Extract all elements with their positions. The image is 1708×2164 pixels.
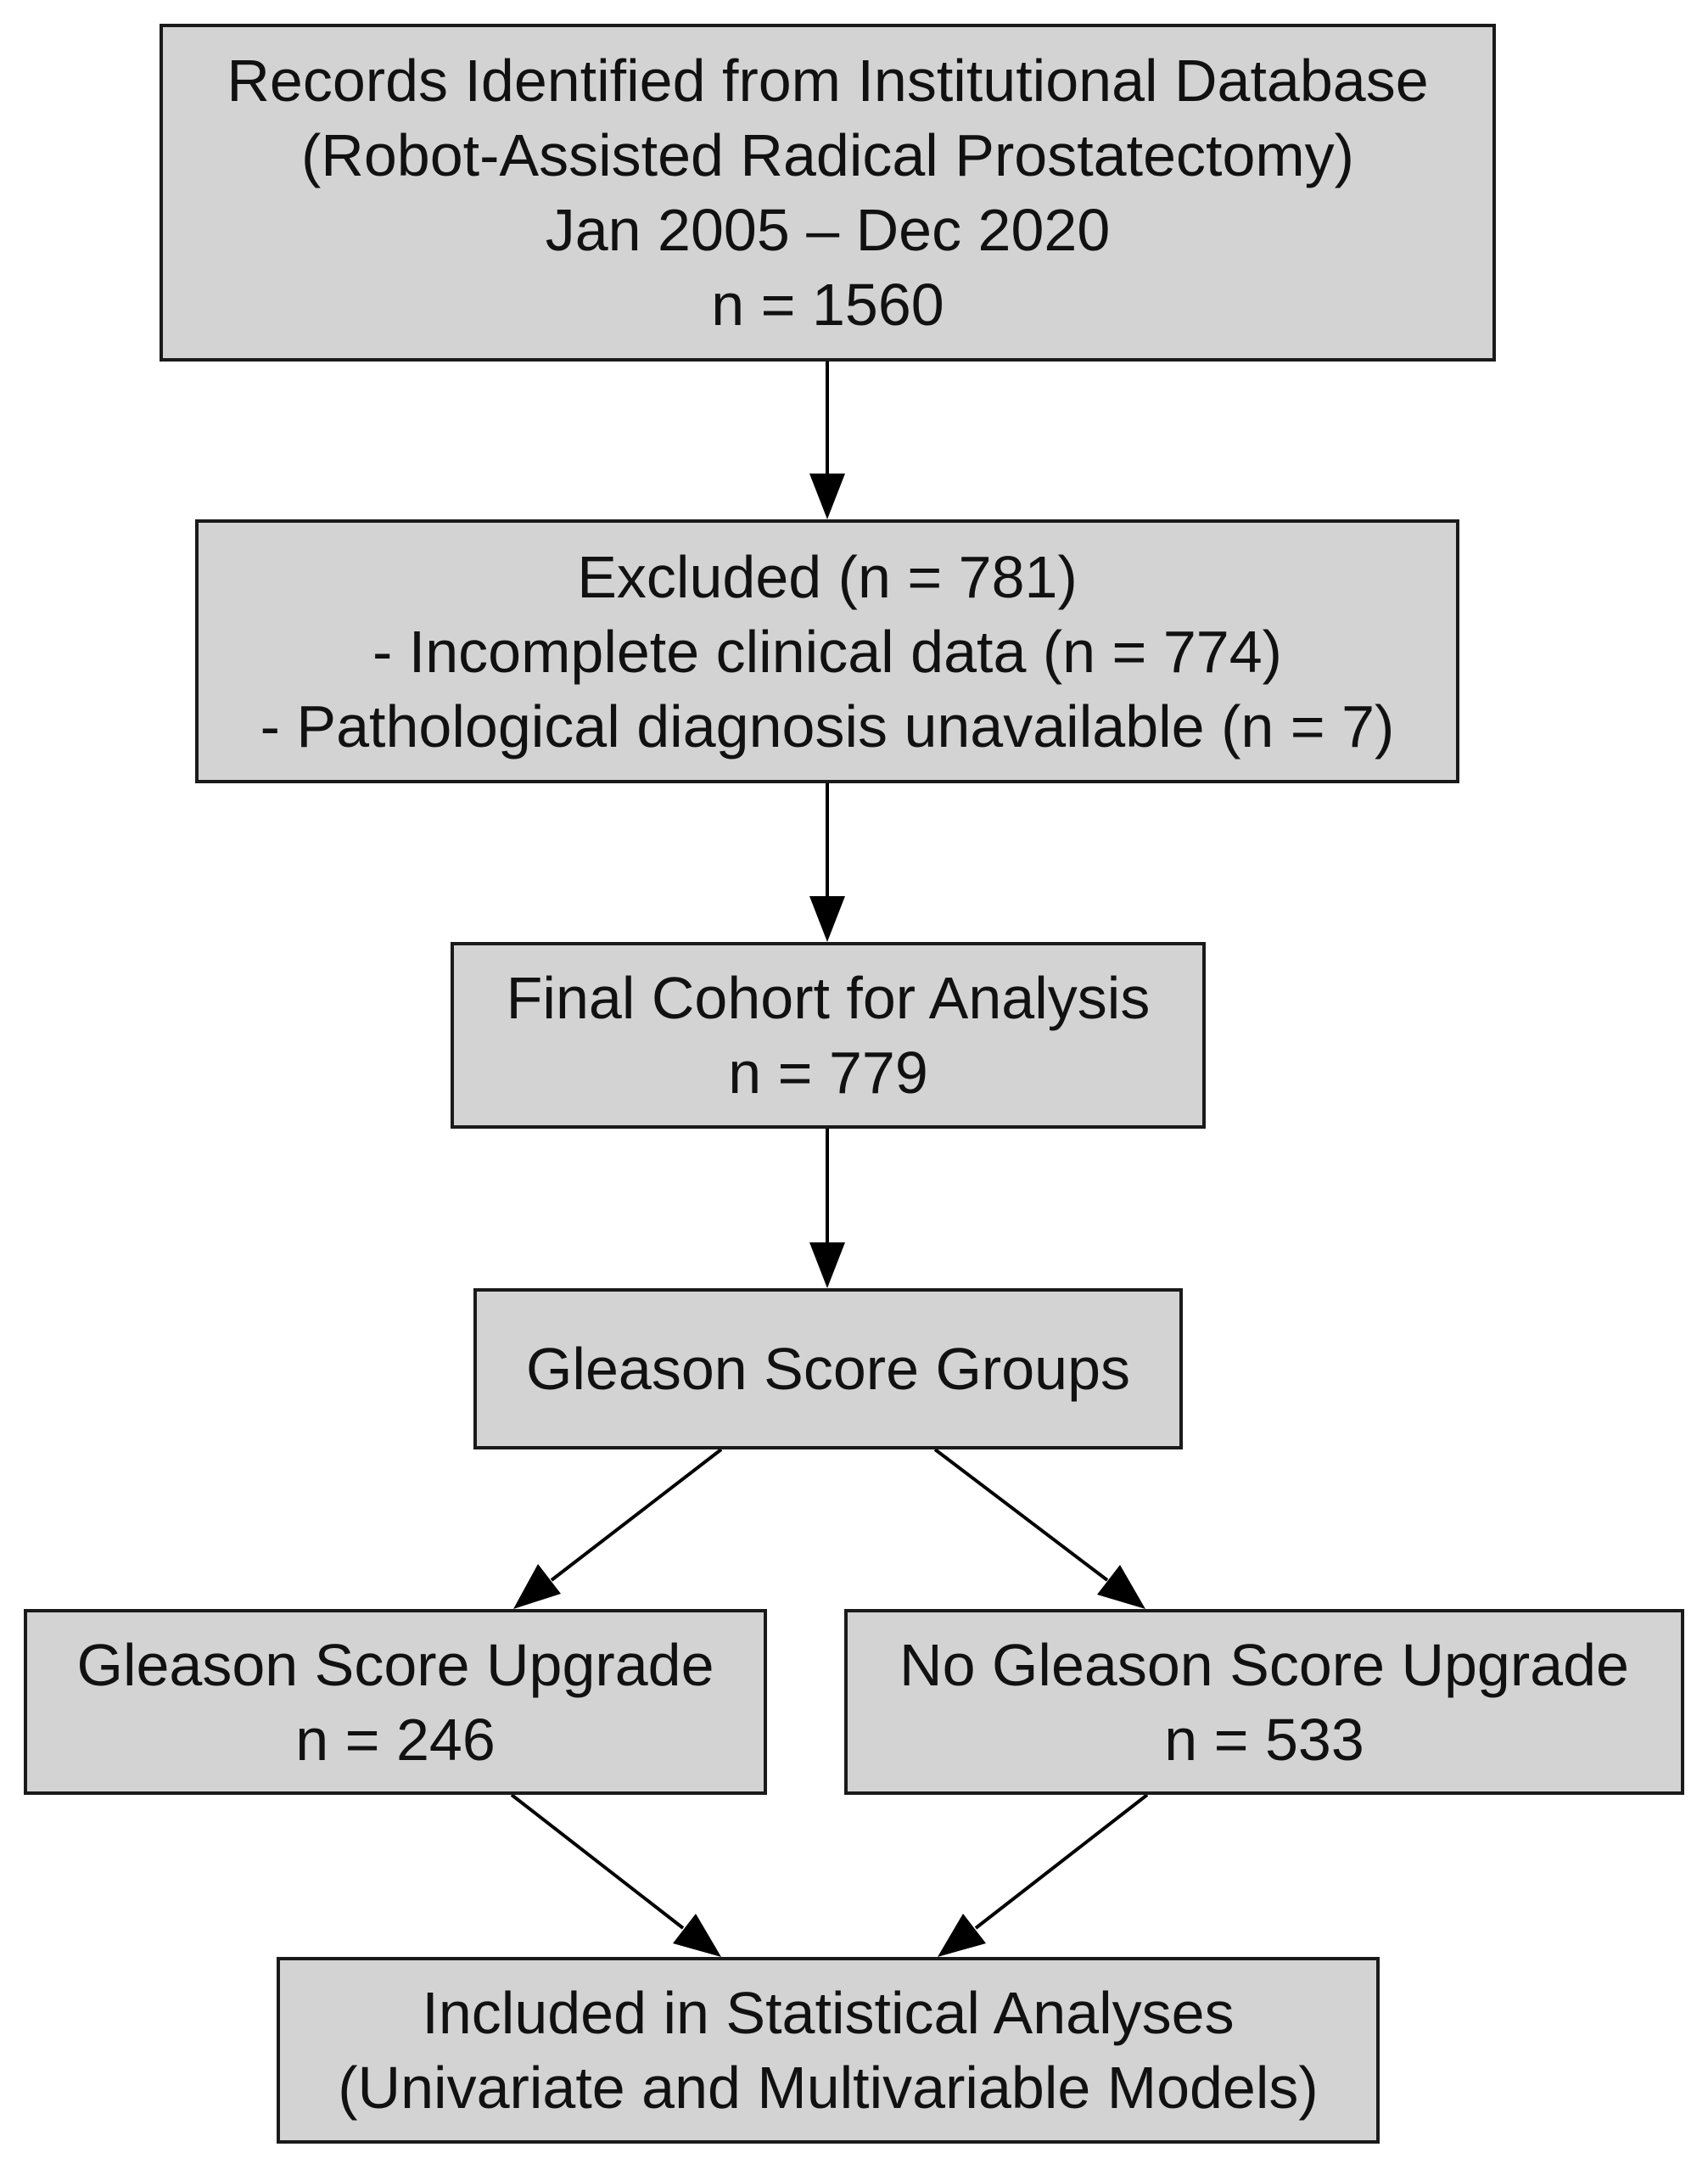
arrow-upgrade-to-included [510,1793,685,1930]
node-records-identified: Records Identified from Institutional Da… [160,24,1496,362]
node-final-cohort: Final Cohort for Analysis n = 779 [451,942,1206,1129]
node-upgrade-line-2: n = 246 [295,1706,496,1773]
node-included-line-1: Included in Statistical Analyses [422,1980,1235,2046]
arrowhead-no-upgrade-to-included [938,1914,986,1957]
node-groups-line-1: Gleason Score Groups [525,1336,1131,1402]
node-records-line-4: n = 1560 [711,272,944,338]
node-no-upgrade-line-2: n = 533 [1164,1706,1364,1773]
arrowhead-groups-to-no-upgrade [1097,1565,1145,1609]
node-excluded-line-1: Excluded (n = 781) [577,543,1078,610]
arrow-no-upgrade-to-included [974,1793,1149,1930]
node-upgrade-line-1: Gleason Score Upgrade [76,1631,714,1698]
node-records-line-2: (Robot-Assisted Radical Prostatectomy) [301,122,1354,188]
arrowhead-excluded-to-final-cohort [809,896,845,942]
arrowhead-records-to-excluded [809,474,845,519]
node-excluded: Excluded (n = 781) - Incomplete clinical… [195,519,1459,783]
node-final-cohort-line-1: Final Cohort for Analysis [506,965,1151,1031]
node-gleason-score-groups: Gleason Score Groups [473,1288,1183,1449]
arrowhead-final-cohort-to-groups [809,1242,845,1288]
node-records-line-1: Records Identified from Institutional Da… [227,48,1429,114]
node-no-gleason-score-upgrade: No Gleason Score Upgrade n = 533 [844,1609,1684,1795]
node-included-in-analyses: Included in Statistical Analyses (Univar… [277,1957,1380,2144]
node-gleason-score-upgrade: Gleason Score Upgrade n = 246 [24,1609,767,1795]
arrow-groups-to-upgrade [550,1448,723,1582]
arrowhead-upgrade-to-included [673,1914,721,1957]
node-final-cohort-line-2: n = 779 [728,1040,928,1106]
arrowhead-groups-to-upgrade [513,1564,561,1609]
node-excluded-line-3: - Pathological diagnosis unavailable (n … [260,692,1395,760]
node-included-line-2: (Univariate and Multivariable Models) [338,2055,1319,2121]
arrow-groups-to-no-upgrade [933,1448,1109,1582]
node-excluded-line-2: - Incomplete clinical data (n = 774) [372,618,1282,685]
node-no-upgrade-line-1: No Gleason Score Upgrade [899,1631,1629,1698]
node-records-line-3: Jan 2005 – Dec 2020 [545,197,1111,263]
